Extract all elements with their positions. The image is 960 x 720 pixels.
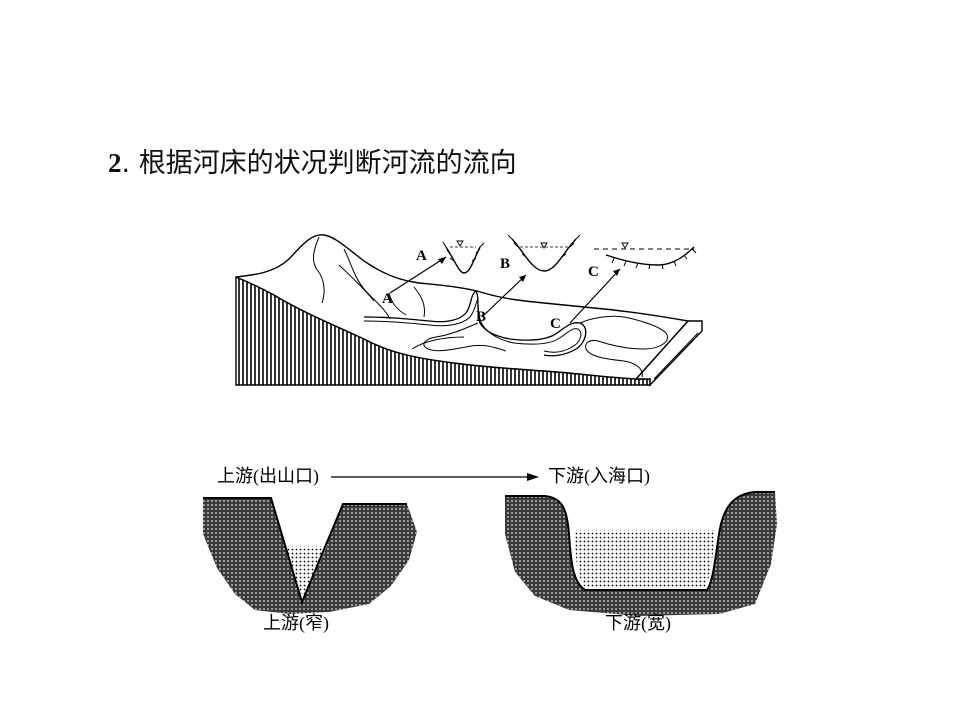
inset-section-c bbox=[594, 242, 697, 270]
label-c-inset: C bbox=[588, 264, 599, 280]
downstream-u-section bbox=[505, 491, 777, 616]
label-c-land: C bbox=[550, 316, 561, 332]
channel-section-figure: 上游(出山口) 下游(入海口) 上游(窄) 下游(宽) bbox=[199, 464, 797, 634]
label-downstream-mouth: 下游(入海口) bbox=[548, 466, 650, 487]
land-surface bbox=[235, 234, 690, 380]
river-landscape-figure: A B C A B C bbox=[214, 209, 714, 405]
river-landscape-svg: A B C A B C bbox=[235, 234, 703, 387]
inset-section-b bbox=[507, 234, 581, 272]
title-number: 2 bbox=[108, 148, 122, 178]
label-b-land: B bbox=[476, 309, 486, 325]
label-upstream-narrow: 上游(窄) bbox=[263, 613, 329, 634]
title-text: 根据河床的状况判断河流的流向 bbox=[138, 148, 517, 179]
label-downstream-wide: 下游(宽) bbox=[605, 613, 671, 634]
channel-section-svg: 上游(出山口) 下游(入海口) 上游(窄) 下游(宽) bbox=[203, 466, 777, 634]
label-upstream-mouth: 上游(出山口) bbox=[217, 466, 319, 487]
label-a-inset: A bbox=[416, 248, 427, 264]
slide-title: 2. 根据河床的状况判断河流的流向 bbox=[108, 143, 517, 184]
inset-section-a bbox=[442, 240, 485, 274]
title-separator: . bbox=[121, 148, 131, 179]
label-b-inset: B bbox=[500, 256, 510, 272]
upstream-v-section bbox=[203, 497, 417, 614]
label-a-land: A bbox=[382, 291, 393, 307]
